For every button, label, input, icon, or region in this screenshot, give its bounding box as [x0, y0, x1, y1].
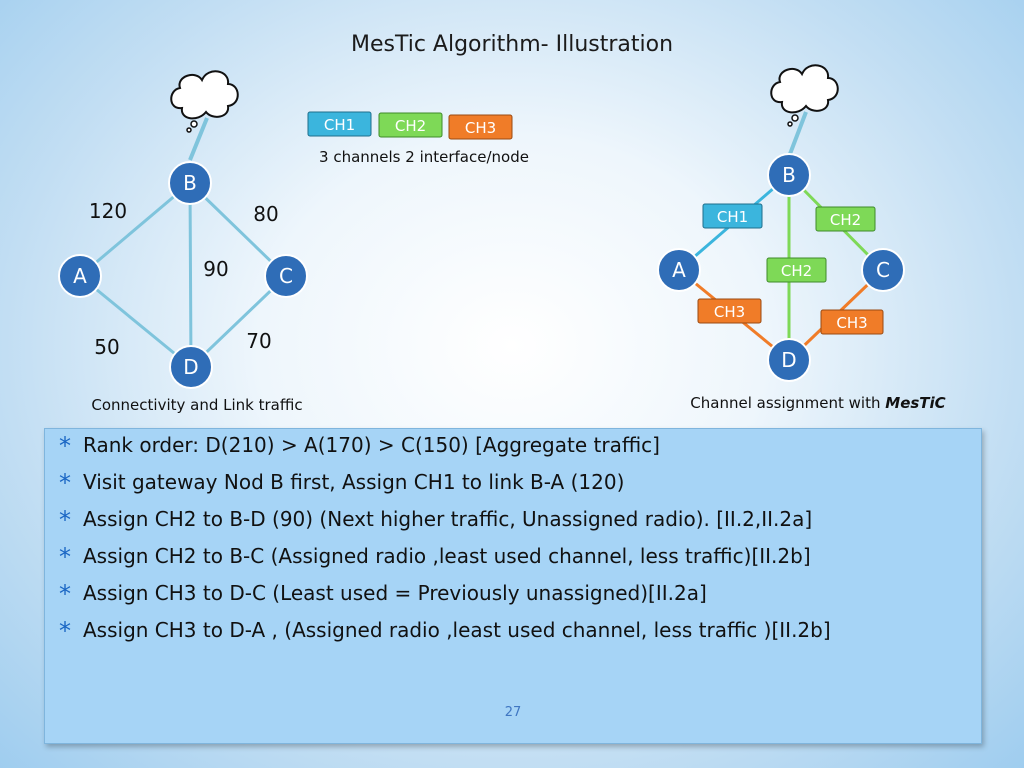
right-node-b-label: B — [782, 163, 796, 187]
legend-ch2: CH2 — [378, 112, 443, 138]
bullet-item: * Assign CH2 to B-C (Assigned radio ,leas… — [59, 543, 959, 571]
bullet-text: Assign CH2 to B-D (90) (Next higher traf… — [83, 507, 813, 531]
bullet-text: Assign CH2 to B-C (Assigned radio ,least… — [83, 544, 811, 568]
bullet-star-icon: * — [59, 432, 71, 460]
gateway-cloud-icon — [170, 70, 239, 161]
badge-b-a-label: CH1 — [717, 208, 748, 226]
badge-b-d: CH2 — [766, 257, 827, 283]
gateway-cloud-icon — [770, 64, 839, 155]
right-node-b: B — [767, 153, 811, 197]
right-node-a-label: A — [672, 258, 686, 282]
legend-ch1-label: CH1 — [324, 116, 355, 134]
bullet-star-icon: * — [59, 469, 71, 497]
badge-b-a: CH1 — [702, 203, 763, 229]
badge-b-c-label: CH2 — [830, 211, 861, 229]
left-node-c-label: C — [279, 264, 293, 288]
left-node-d: D — [169, 345, 213, 389]
right-node-c-label: C — [876, 258, 890, 282]
left-links — [78, 181, 288, 369]
legend-ch3: CH3 — [448, 114, 513, 140]
right-graph: CH1 CH2 CH2 CH3 CH3 B A C — [657, 64, 946, 412]
left-graph: 120 80 90 50 70 B A C D Connectivity and… — [58, 70, 308, 414]
weight-b-d: 90 — [203, 257, 228, 281]
weight-c-d: 70 — [246, 329, 271, 353]
badge-b-c: CH2 — [815, 206, 876, 232]
bullet-item: * Assign CH2 to B-D (90) (Next higher tra… — [59, 506, 959, 534]
bullet-text: Rank order: D(210) > A(170) > C(150) [Ag… — [83, 433, 660, 457]
channel-legend: CH1 CH2 CH3 3 channels 2 interface/node — [307, 111, 529, 166]
bullet-item: * Visit gateway Nod B first, Assign CH1 t… — [59, 469, 959, 497]
link-b-a — [78, 181, 192, 278]
link-b-c — [188, 181, 288, 278]
legend-ch1: CH1 — [307, 111, 372, 137]
link-b-d — [188, 181, 193, 369]
bullet-list: * Rank order: D(210) > A(170) > C(150) [A… — [59, 429, 959, 645]
left-node-a-label: A — [73, 264, 87, 288]
badge-c-d-label: CH3 — [836, 314, 867, 332]
bullet-star-icon: * — [59, 580, 71, 608]
right-node-a: A — [657, 248, 701, 292]
weight-b-a: 120 — [89, 199, 127, 223]
right-caption-prefix: Channel assignment with — [690, 394, 885, 412]
left-node-c: C — [264, 254, 308, 298]
badge-a-d: CH3 — [697, 298, 762, 324]
badge-a-d-label: CH3 — [714, 303, 745, 321]
bullet-text: Assign CH3 to D-C (Least used = Previous… — [83, 581, 707, 605]
left-graph-caption: Connectivity and Link traffic — [91, 396, 302, 414]
content-box: * Rank order: D(210) > A(170) > C(150) [A… — [44, 428, 982, 744]
page-number: 27 — [504, 705, 522, 720]
legend-caption: 3 channels 2 interface/node — [319, 148, 529, 166]
legend-ch2-label: CH2 — [395, 117, 426, 135]
bullet-item: * Assign CH3 to D-A , (Assigned radio ,le… — [59, 617, 959, 645]
bullet-star-icon: * — [59, 506, 71, 534]
weight-b-c: 80 — [253, 202, 278, 226]
right-node-d-label: D — [781, 348, 796, 372]
right-graph-caption: Channel assignment with MesTiC — [690, 394, 945, 412]
right-caption-emphasis: MesTiC — [885, 394, 945, 412]
right-node-d: D — [767, 338, 811, 382]
badge-c-d: CH3 — [820, 309, 884, 335]
bullet-text: Assign CH3 to D-A , (Assigned radio ,lea… — [83, 618, 831, 642]
bullet-star-icon: * — [59, 543, 71, 571]
network-diagrams: CH1 CH2 CH3 3 channels 2 interface/node — [58, 64, 946, 414]
weight-a-d: 50 — [94, 335, 119, 359]
bullet-star-icon: * — [59, 617, 71, 645]
link-a-d — [78, 274, 193, 369]
left-node-a: A — [58, 254, 102, 298]
badge-b-d-label: CH2 — [781, 262, 812, 280]
bullet-item: * Assign CH3 to D-C (Least used = Previou… — [59, 580, 959, 608]
legend-ch3-label: CH3 — [465, 119, 496, 137]
left-node-b: B — [168, 161, 212, 205]
bullet-item: * Rank order: D(210) > A(170) > C(150) [A… — [59, 432, 959, 460]
left-node-d-label: D — [183, 355, 198, 379]
right-node-c: C — [861, 248, 905, 292]
slide-title: MesTic Algorithm- Illustration — [350, 32, 674, 57]
bullet-text: Visit gateway Nod B first, Assign CH1 to… — [83, 470, 625, 494]
left-node-b-label: B — [183, 171, 197, 195]
